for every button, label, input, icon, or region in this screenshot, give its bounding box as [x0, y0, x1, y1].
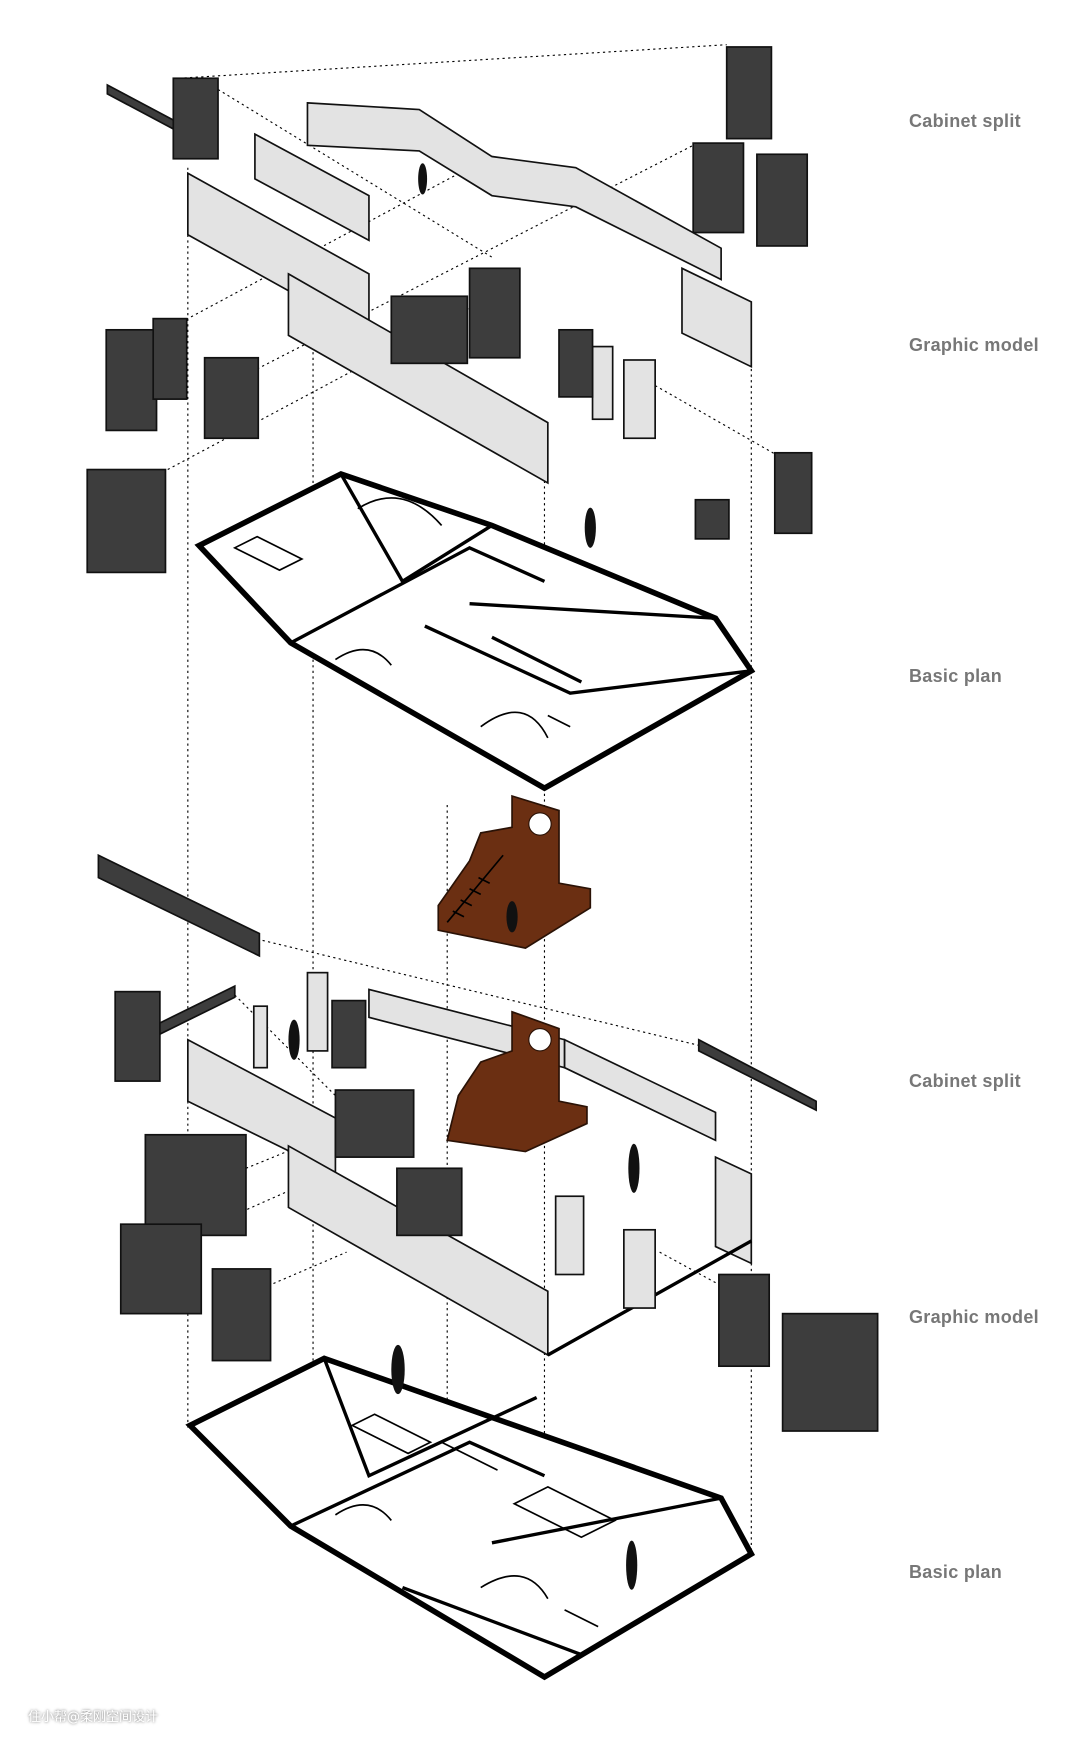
label-lower-graphic-model: Graphic model — [909, 1307, 1039, 1327]
staircase-module — [437, 794, 592, 949]
lower-basic-plan — [185, 1344, 756, 1681]
label-upper-basic-plan: Basic plan — [909, 666, 1003, 686]
lower-graphic-model — [186, 971, 753, 1357]
label-lower-cabinet-split: Cabinet split — [909, 1071, 1021, 1091]
lower-cabinet-split — [97, 853, 879, 1432]
upper-basic-plan — [194, 471, 756, 792]
upper-graphic-model — [186, 101, 753, 485]
watermark: 住小帮@柔刚空间设计 — [28, 1710, 159, 1725]
upper-cabinet-split — [86, 46, 813, 574]
label-upper-cabinet-split: Cabinet split — [909, 111, 1021, 131]
label-lower-basic-plan: Basic plan — [909, 1562, 1003, 1582]
label-upper-graphic-model: Graphic model — [909, 335, 1039, 355]
